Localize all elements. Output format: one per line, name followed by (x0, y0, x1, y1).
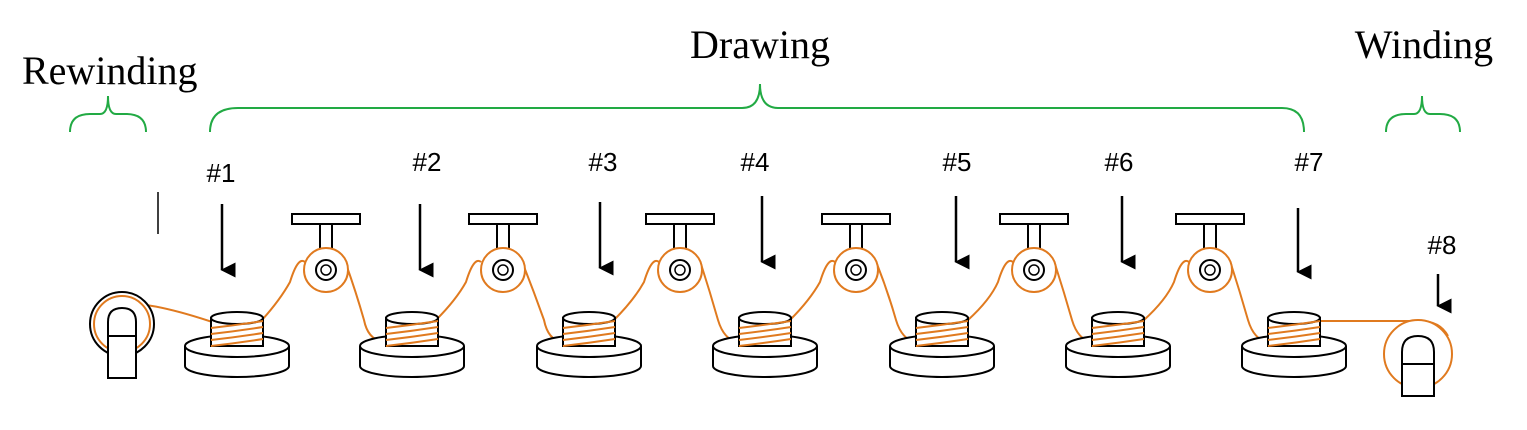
wire-coil-turn (915, 338, 969, 347)
capstan-5 (889, 311, 995, 378)
wire-coil-turn (915, 320, 969, 329)
wire-coil-turn (738, 332, 792, 341)
wire-coil-turn (385, 338, 439, 347)
wire-coil-turn (738, 326, 792, 335)
wire-coil-turn (1267, 326, 1321, 335)
stage-label-2: #2 (413, 147, 442, 177)
wire-coil-turn (385, 332, 439, 341)
capstan-6 (1065, 311, 1171, 378)
stage-label-7: #7 (1295, 147, 1324, 177)
drawing-brace (209, 83, 1305, 133)
guide-pulleys (291, 213, 1245, 293)
wire-coil-turn (385, 320, 439, 329)
wire-coil-turn (1091, 320, 1145, 329)
stage-label-1: #1 (207, 158, 236, 188)
wire-coil-turn (210, 338, 264, 347)
section-title-rewinding: Rewinding (22, 48, 198, 93)
stage-label-8: #8 (1428, 230, 1457, 260)
guide-pulley-4 (821, 213, 891, 293)
stage-label-4: #4 (741, 147, 770, 177)
section-title-drawing: Drawing (690, 22, 830, 67)
guide-pulley-1 (291, 213, 361, 293)
wire-coil-turn (1091, 338, 1145, 347)
wire-coil-turn (915, 332, 969, 341)
wire-coil-turn (210, 326, 264, 335)
wire-coil-turn (915, 326, 969, 335)
wire-coil-turn (562, 320, 616, 329)
stage-label-3: #3 (589, 147, 618, 177)
wire-coil-turn (1091, 326, 1145, 335)
section-title-winding: Winding (1355, 22, 1493, 67)
stage-label-5: #5 (943, 147, 972, 177)
wire-coil-turn (1267, 338, 1321, 347)
wire-coil-turn (1267, 332, 1321, 341)
winding-brace (1385, 95, 1461, 133)
guide-pulley-5 (999, 213, 1069, 293)
wire-coil-turn (385, 326, 439, 335)
wire-coil-turn (562, 338, 616, 347)
guide-pulley-3 (645, 213, 715, 293)
wire-coil-turn (562, 332, 616, 341)
guide-pulley-2 (468, 213, 538, 293)
capstan-4 (712, 311, 818, 378)
wire-coil-turn (210, 332, 264, 341)
capstan-1 (184, 311, 290, 378)
wire-coil-turn (562, 326, 616, 335)
capstans (184, 311, 1347, 378)
wire-coil-turn (738, 320, 792, 329)
wire-coil-turn (1091, 332, 1145, 341)
guide-pulley-6 (1175, 213, 1245, 293)
winding-spool (1383, 319, 1453, 397)
rewinding-brace (69, 95, 147, 133)
rewinding-spool (89, 291, 155, 379)
wire-coil-turn (738, 338, 792, 347)
wire-coil-turn (1267, 320, 1321, 329)
capstan-7 (1241, 311, 1347, 378)
stage-label-6: #6 (1105, 147, 1134, 177)
capstan-2 (359, 311, 465, 378)
capstan-3 (536, 311, 642, 378)
wire-coil-turn (210, 320, 264, 329)
